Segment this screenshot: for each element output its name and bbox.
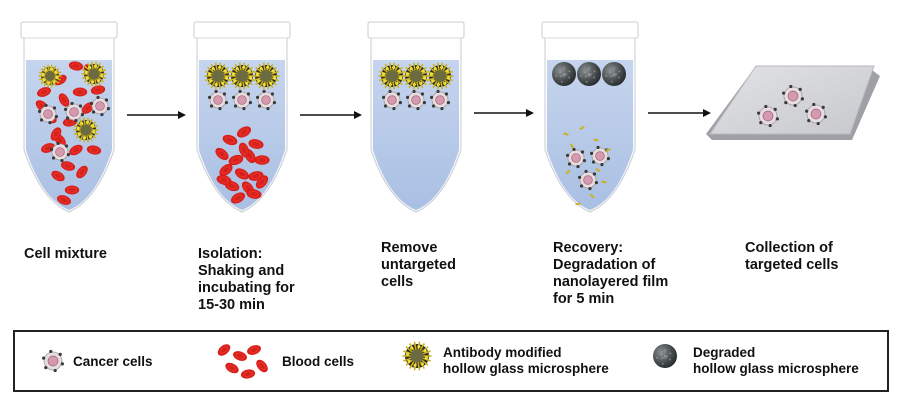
process-arrow [648, 109, 711, 117]
tube-2 [193, 21, 291, 213]
legend-blood-label: Blood cells [282, 354, 355, 369]
legend-cancer-label: Cancer cells [73, 354, 153, 369]
film-fragment [575, 202, 581, 206]
blood-cell [50, 127, 62, 141]
tube-liquid [26, 60, 112, 210]
film-fragment [569, 143, 575, 149]
tube-rim [541, 21, 639, 39]
cancer-cell [405, 89, 427, 111]
blood-cell [235, 168, 249, 180]
step-1-label: Cell mixture [24, 246, 107, 262]
cancer-cell [565, 147, 587, 169]
blood-cell [231, 192, 245, 204]
tube-4 [541, 21, 639, 213]
cancer-cell [89, 95, 111, 117]
cancer-cell [37, 103, 59, 125]
film-fragment [605, 148, 611, 152]
blood-cell [90, 85, 106, 95]
step-5-label: Collection of targeted cells [745, 240, 839, 273]
process-arrow [474, 109, 534, 117]
blood-cell [215, 147, 229, 161]
tube-1 [20, 21, 118, 213]
blood-cell [69, 144, 83, 156]
blood-cell [76, 165, 88, 179]
antibody-microsphere [81, 61, 107, 87]
blood-cell [60, 161, 76, 171]
blood-cell [222, 134, 238, 146]
blood-cell [256, 359, 268, 373]
step-4-label: Recovery: Degradation of nanolayered fil… [553, 240, 669, 307]
blood-cell [51, 170, 65, 182]
cancer-cell [757, 104, 779, 128]
tube-rim [193, 21, 291, 39]
blood-cell [254, 155, 270, 165]
degraded-microsphere [552, 62, 576, 86]
antibody-microsphere [402, 341, 432, 371]
legend-box [13, 330, 889, 392]
degraded-microsphere [602, 62, 626, 86]
degraded-microsphere [577, 62, 601, 86]
blood-cell [233, 351, 247, 361]
cancer-cell [381, 89, 403, 111]
cancer-cell [231, 89, 253, 111]
blood-cell [225, 362, 239, 374]
cancer-cell [589, 145, 611, 167]
antibody-microsphere [402, 62, 430, 90]
blood-cell [240, 369, 256, 379]
blood-cell [248, 139, 264, 149]
film-fragment [589, 193, 595, 199]
blood-cell [217, 344, 231, 356]
step-2-label: Isolation: Shaking and incubating for 15… [198, 246, 295, 313]
degraded-microsphere [653, 344, 677, 368]
blood-cell [247, 345, 261, 355]
blood-cell [237, 126, 251, 138]
step-3-label: Remove untargeted cells [381, 240, 456, 290]
blood-cell [86, 145, 102, 155]
blood-cell [57, 195, 71, 205]
cancer-cell [63, 101, 85, 123]
antibody-microsphere [378, 62, 406, 90]
film-fragment [563, 132, 569, 136]
blood-cell [255, 175, 269, 189]
blood-cell [81, 102, 95, 114]
cancer-cell [255, 89, 277, 111]
blood-cell [68, 61, 84, 71]
cancer-cell [805, 102, 827, 126]
cancer-cell [429, 89, 451, 111]
antibody-microsphere [204, 62, 232, 90]
film-fragment [593, 138, 599, 142]
antibody-microsphere [38, 64, 62, 88]
tube-3 [367, 21, 465, 213]
film-fragment [595, 167, 601, 173]
blood-cell [246, 189, 262, 199]
tube-rim [367, 21, 465, 39]
blood-cell [228, 154, 244, 166]
blood-cell [37, 87, 51, 97]
blood-cell [216, 175, 232, 185]
legend-degraded-label: Degraded hollow glass microsphere [693, 345, 859, 376]
film-fragment [601, 180, 607, 184]
antibody-microsphere [252, 62, 280, 90]
antibody-microsphere [228, 62, 256, 90]
cancer-cell [207, 89, 229, 111]
blood-cell [219, 163, 233, 177]
blood-cell [72, 87, 88, 97]
film-fragment [565, 169, 571, 175]
legend-antibody-label: Antibody modified hollow glass microsphe… [443, 345, 609, 376]
antibody-microsphere [73, 117, 99, 143]
process-arrow [300, 111, 362, 119]
cancer-cell [782, 84, 804, 108]
cancer-cell [49, 141, 71, 163]
blood-cell [238, 142, 250, 158]
blood-cell [64, 185, 80, 195]
film-fragment [579, 125, 585, 131]
blood-cell [58, 93, 70, 107]
tube-rim [20, 21, 118, 39]
cancer-cell [577, 169, 599, 191]
antibody-microsphere [426, 62, 454, 90]
process-arrow [127, 111, 186, 119]
cancer-cell [42, 349, 64, 373]
